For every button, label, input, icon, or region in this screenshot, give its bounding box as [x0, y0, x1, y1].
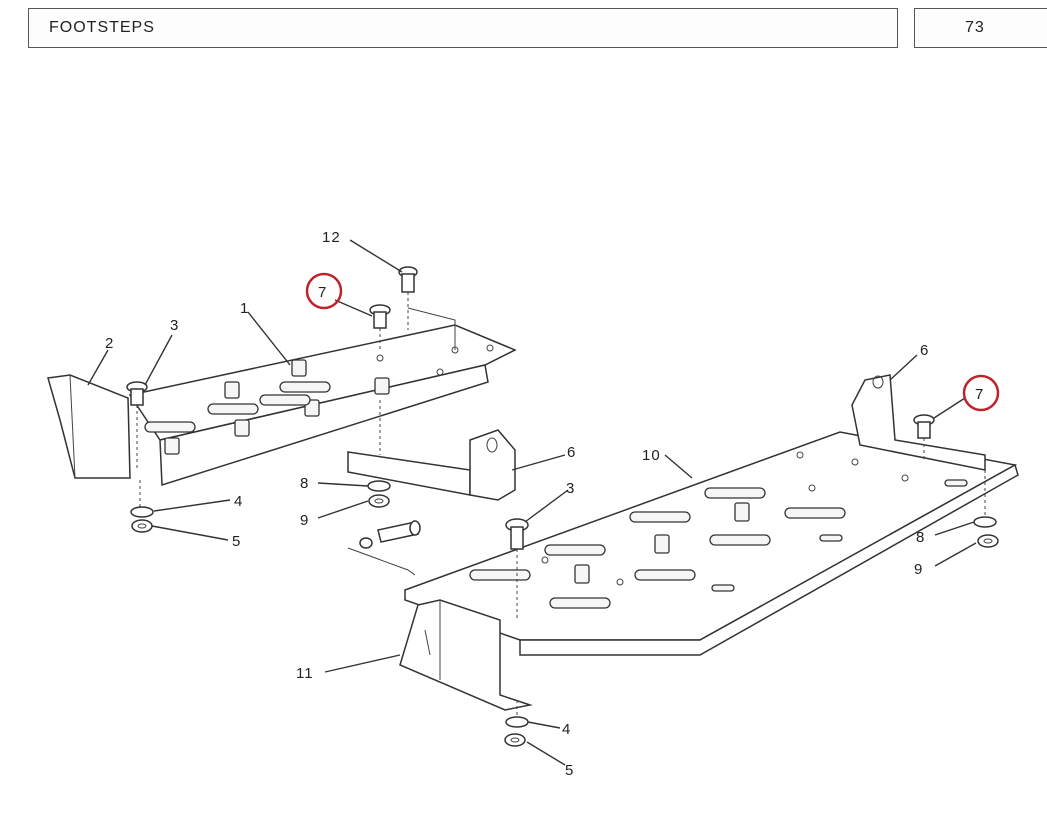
left-bolt-3: [126, 381, 148, 470]
left-washer-nut: [130, 480, 154, 533]
lower-bracket-11: [399, 599, 533, 711]
left-footstep-plate: [86, 324, 517, 487]
callout-8-middle: 8: [300, 475, 309, 492]
header-title-box: FOOTSTEPS: [28, 8, 898, 48]
callout-7-right: 7: [975, 386, 984, 403]
callout-8-right: 8: [916, 529, 925, 546]
mount-bracket-6-right: [851, 374, 986, 471]
right-footstep-plate: [404, 431, 1019, 656]
highlight-circle-7-left: [305, 272, 343, 310]
bolt-12: [398, 266, 456, 350]
callout-4-right: 4: [562, 721, 571, 738]
callout-12: 12: [322, 229, 341, 246]
callout-2: 2: [105, 335, 114, 352]
callout-9-middle: 9: [300, 512, 309, 529]
middle-bolt-pair: [347, 520, 421, 576]
leader-lines: [87, 239, 977, 766]
callout-9-right: 9: [914, 561, 923, 578]
highlight-circle-7-right: [962, 374, 1000, 412]
mount-bracket-6-left: [347, 400, 516, 501]
callout-4-left: 4: [234, 493, 243, 510]
callout-6-right: 6: [920, 342, 929, 359]
callout-5-left: 5: [232, 533, 241, 550]
callout-1: 1: [240, 300, 249, 317]
page-number-box: 73: [914, 8, 1047, 48]
callout-5-right: 5: [565, 762, 574, 779]
callout-3-left: 3: [170, 317, 179, 334]
callout-7-left: 7: [318, 284, 327, 301]
page-number: 73: [965, 19, 985, 36]
callout-10: 10: [642, 447, 661, 464]
callout-3-right: 3: [566, 480, 575, 497]
callout-6-middle: 6: [567, 444, 576, 461]
right-bolt-3: [505, 518, 529, 620]
right-bolt-7: [913, 414, 935, 462]
left-side-bracket: [47, 374, 131, 479]
page-title: FOOTSTEPS: [49, 19, 155, 36]
right-washers: [973, 470, 999, 548]
callout-11: 11: [296, 665, 314, 682]
middle-washers: [367, 480, 391, 508]
lower-washer-nut: [504, 700, 529, 747]
left-bolt-7: [369, 304, 391, 352]
